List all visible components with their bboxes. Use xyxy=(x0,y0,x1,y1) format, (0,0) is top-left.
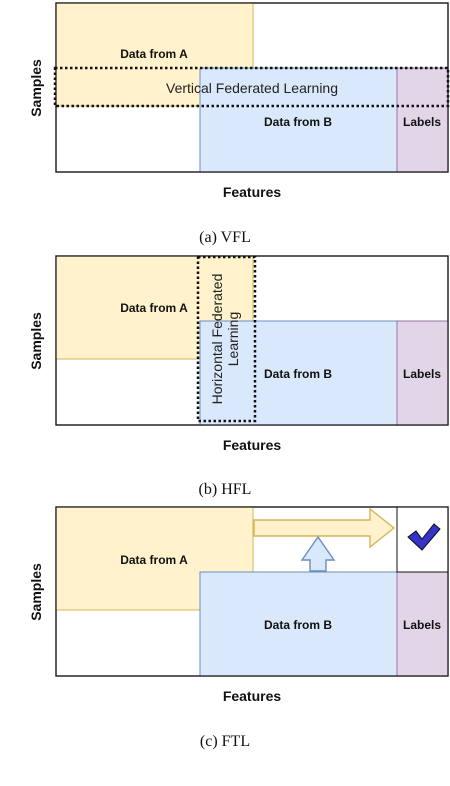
ftl-right-arrow xyxy=(253,507,396,549)
hfl-highlight-label-line1: Horizontal Federated xyxy=(209,274,225,405)
vfl-x-axis-label: Features xyxy=(223,184,282,200)
vfl-panel: Data from A Data from B Labels Vertical … xyxy=(0,0,450,250)
hfl-x-axis-label: Features xyxy=(223,437,282,453)
vfl-labels-label: Labels xyxy=(403,115,441,129)
ftl-panel: Data from A Data from B Labels Samples F… xyxy=(0,504,450,764)
vfl-labels-block xyxy=(396,67,449,173)
hfl-data-b-block xyxy=(199,320,398,426)
ftl-caption: (c) FTL xyxy=(199,733,251,750)
vfl-data-b-block xyxy=(199,67,398,173)
hfl-highlight-label-line2: Learning xyxy=(225,312,241,367)
ftl-diagram: Data from A Data from B Labels Samples F… xyxy=(28,506,449,704)
hfl-panel: Data from A Data from B Labels Horizonta… xyxy=(0,253,450,505)
hfl-labels-block xyxy=(396,320,449,426)
ftl-x-axis-label: Features xyxy=(223,688,282,704)
ftl-data-b-label: Data from B xyxy=(264,618,332,632)
vfl-highlight-label: Vertical Federated Learning xyxy=(166,80,338,96)
ftl-labels-label: Labels xyxy=(403,618,441,632)
hfl-data-a-label: Data from A xyxy=(120,301,188,315)
hfl-highlight-box xyxy=(196,255,257,423)
vfl-highlight-box xyxy=(53,66,450,108)
hfl-data-b-label: Data from B xyxy=(264,367,332,381)
ftl-labels-block xyxy=(396,571,449,677)
checkmark-icon xyxy=(407,523,441,551)
vfl-y-axis-label: Samples xyxy=(28,59,44,117)
vfl-data-b-label: Data from B xyxy=(264,115,332,129)
vfl-caption: (a) VFL xyxy=(199,229,251,246)
vfl-diagram: Data from A Data from B Labels Vertical … xyxy=(28,2,450,200)
hfl-caption: (b) HFL xyxy=(198,481,252,498)
vfl-data-a-label: Data from A xyxy=(120,47,188,61)
ftl-y-axis-label: Samples xyxy=(28,563,44,621)
hfl-labels-label: Labels xyxy=(403,367,441,381)
ftl-data-a-label: Data from A xyxy=(120,553,188,567)
ftl-data-b-block xyxy=(199,571,398,677)
hfl-y-axis-label: Samples xyxy=(28,312,44,370)
ftl-up-arrow xyxy=(300,535,336,572)
hfl-diagram: Data from A Data from B Labels Horizonta… xyxy=(28,255,449,453)
